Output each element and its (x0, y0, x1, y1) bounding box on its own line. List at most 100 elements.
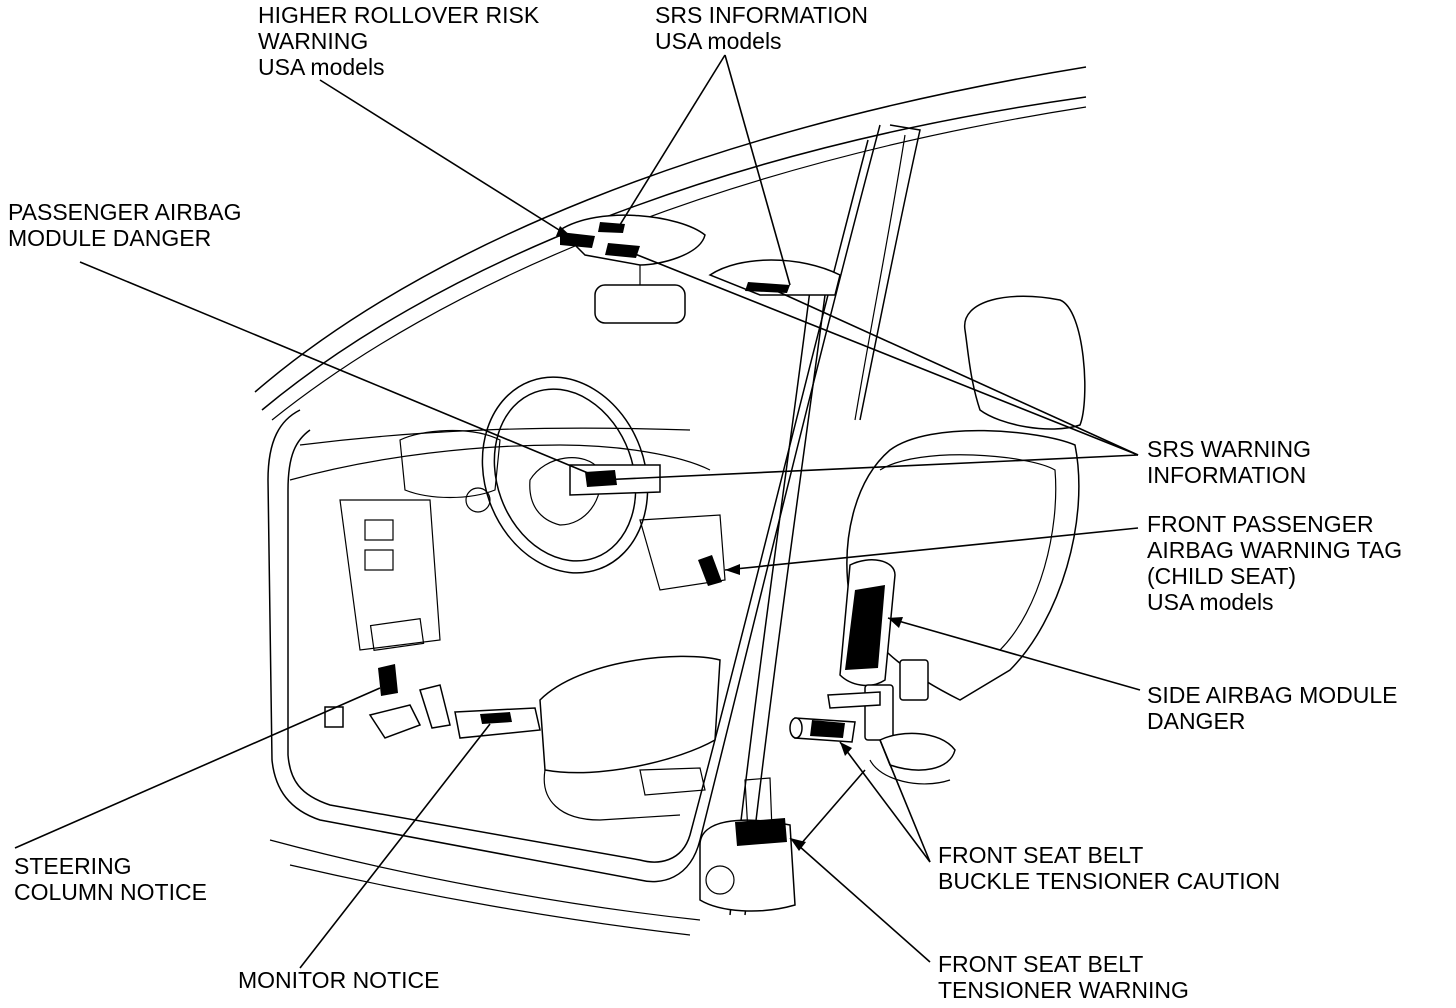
label-front-seat-belt-tensioner-warning: FRONT SEAT BELT TENSIONER WARNING (938, 951, 1189, 1003)
sill-line-2 (289, 864, 691, 936)
ignition-switch (465, 487, 491, 513)
roof-outer-line (254, 66, 1087, 393)
brake-pedal (368, 704, 422, 739)
srs-info-tag (598, 222, 625, 233)
label-text: MODULE DANGER (8, 225, 212, 251)
steering-column-tag (378, 664, 398, 696)
arrowhead-buckle (840, 742, 852, 756)
door-frame-inner (287, 139, 869, 863)
label-text: SRS INFORMATION (655, 2, 868, 28)
front-seat-cushion (539, 655, 721, 774)
visor-tag-right (745, 282, 790, 293)
seat-side-panel (639, 767, 706, 796)
roof-inner-line-2 (271, 106, 1087, 421)
label-text: FRONT PASSENGER (1147, 511, 1374, 537)
label-text: TENSIONER WARNING (938, 977, 1189, 1003)
label-text: USA models (1147, 589, 1274, 615)
arrowhead-belt-tensioner (790, 838, 806, 851)
label-text: HIGHER ROLLOVER RISK (258, 2, 540, 28)
leader-retractor-mount (799, 769, 866, 846)
leader-passenger-airbag (79, 261, 601, 479)
glovebox (639, 514, 726, 591)
seatback-outline (846, 429, 1080, 701)
label-text: BUCKLE TENSIONER CAUTION (938, 868, 1281, 894)
label-text: (CHILD SEAT) (1147, 563, 1297, 589)
label-text: SRS WARNING (1147, 436, 1311, 462)
label-text: USA models (655, 28, 782, 54)
label-text: USA models (258, 54, 385, 80)
label-monitor-notice: MONITOR NOTICE (238, 967, 439, 993)
sill-line (269, 839, 701, 921)
instrument-cluster (399, 429, 501, 499)
label-passenger-airbag-module-danger: PASSENGER AIRBAG MODULE DANGER (8, 199, 241, 251)
center-stack (339, 499, 441, 651)
rear-window-frame (859, 124, 921, 421)
label-front-passenger-airbag-warning-tag: FRONT PASSENGER AIRBAG WARNING TAG (CHIL… (1147, 511, 1402, 615)
side-airbag-label (845, 585, 885, 670)
label-text: PASSENGER AIRBAG (8, 199, 242, 225)
label-text: SIDE AIRBAG MODULE (1147, 682, 1398, 708)
monitor-tag (480, 712, 512, 724)
leader-srs-warning-3 (599, 454, 1139, 481)
rear-window-inner (854, 134, 906, 421)
label-higher-rollover-risk: HIGHER ROLLOVER RISK WARNING USA models (258, 2, 539, 80)
tensioner-pipe (827, 691, 881, 709)
leader-steering-column (14, 687, 381, 849)
seatback-inner (879, 454, 1057, 651)
leader-rollover (319, 79, 576, 241)
fuse-cover (369, 617, 425, 652)
label-text: WARNING (258, 28, 369, 54)
arrowhead-child-seat (725, 564, 740, 575)
child-seat-tag (698, 555, 722, 586)
b-pillar-left (729, 289, 811, 916)
buckle-upper (899, 659, 929, 701)
srs-monitor-unit (454, 707, 541, 739)
dash-top (289, 444, 711, 481)
label-srs-information: SRS INFORMATION USA models (655, 2, 868, 54)
retractor-spool (705, 865, 735, 895)
rearview-mirror (594, 284, 686, 324)
leader-srs-info-1 (617, 54, 726, 229)
buckle-tensioner-label (810, 720, 845, 738)
buckle-mount (879, 732, 956, 771)
leader-buckle-2 (839, 741, 931, 863)
label-steering-column-notice: STEERING COLUMN NOTICE (14, 853, 207, 905)
leader-buckle-1 (879, 739, 931, 863)
arrowhead-side-airbag (888, 617, 903, 628)
buckle-base (869, 759, 951, 785)
parking-pedal (324, 706, 344, 728)
front-seat-base (543, 769, 681, 821)
visor-tag-left (605, 243, 640, 258)
label-text: MONITOR NOTICE (238, 967, 440, 993)
steering-wheel-inner (493, 388, 637, 562)
leader-monitor (299, 723, 491, 969)
overhead-console-right (708, 259, 841, 296)
accelerator-pedal (419, 684, 451, 729)
label-text: DANGER (1147, 708, 1246, 734)
dash-airbag-tag (585, 470, 617, 487)
label-text: INFORMATION (1147, 462, 1307, 488)
dash-vent-1 (364, 519, 394, 541)
label-srs-warning-information: SRS WARNING INFORMATION (1147, 436, 1311, 488)
retractor-label (735, 818, 787, 846)
headrest (964, 295, 1086, 430)
steering-hub (529, 457, 602, 526)
leader-srs-info-2 (724, 54, 791, 286)
label-text: COLUMN NOTICE (14, 879, 207, 905)
label-side-airbag-module-danger: SIDE AIRBAG MODULE DANGER (1147, 682, 1398, 734)
dash-vent-2 (364, 549, 394, 571)
label-text: STEERING (14, 853, 132, 879)
leader-side-airbag (887, 617, 1141, 691)
leader-child-seat-tag (724, 527, 1139, 571)
leader-srs-warning-2 (769, 287, 1139, 456)
tensioner-cap (789, 717, 803, 739)
overhead-console-left (558, 214, 706, 266)
leader-belt-tensioner (789, 837, 931, 963)
label-text: AIRBAG WARNING TAG (1147, 537, 1403, 563)
arrowhead-rollover (556, 226, 575, 240)
windshield-bottom (299, 427, 691, 446)
label-text: FRONT SEAT BELT (938, 951, 1144, 977)
label-text: FRONT SEAT BELT (938, 842, 1144, 868)
